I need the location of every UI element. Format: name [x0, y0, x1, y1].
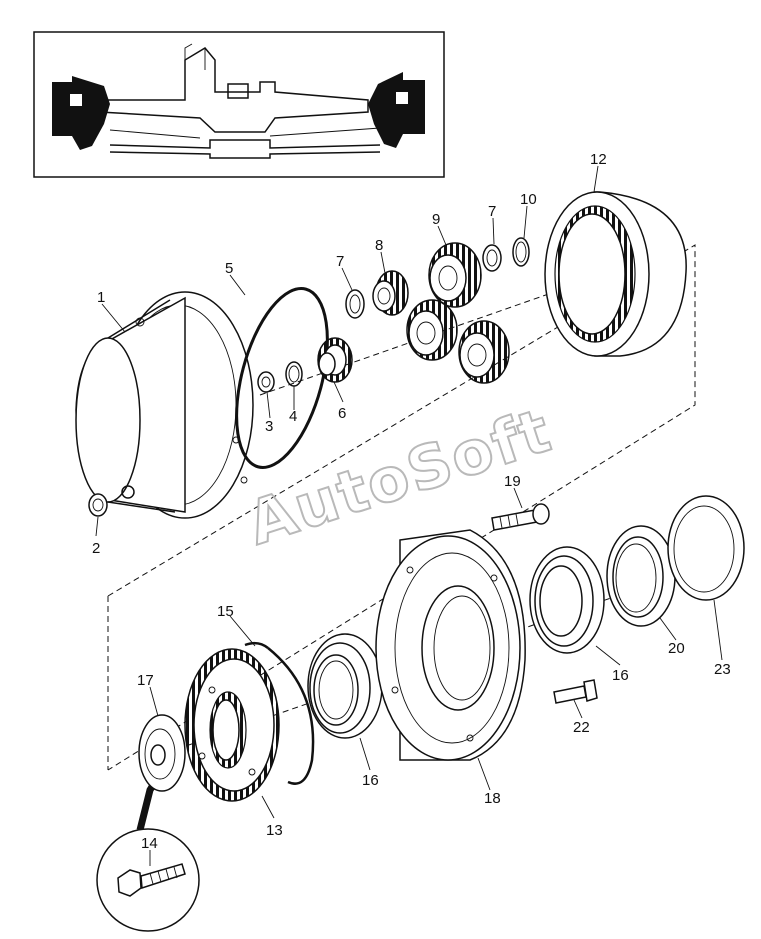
- circlip: [285, 361, 303, 387]
- axle-overview-inset: [33, 31, 445, 178]
- snap-ring: [512, 237, 530, 267]
- wheel-hub: [375, 529, 526, 761]
- callout-13: 13: [266, 822, 283, 839]
- hub-gear: [184, 648, 280, 802]
- hub-bolt-detail-inset: [96, 739, 200, 932]
- callout-23: 23: [714, 661, 731, 678]
- planet-gear-middle: [406, 299, 458, 361]
- planet-gear-upper: [428, 242, 482, 308]
- callout-15: 15: [217, 603, 234, 620]
- hub-bolt: [553, 679, 598, 704]
- wheel-stud: [491, 503, 550, 531]
- callout-5: 5: [225, 260, 233, 277]
- callout-8: 8: [375, 237, 383, 254]
- callout-22: 22: [573, 719, 590, 736]
- callout-17: 17: [137, 672, 154, 689]
- leader-lines: [95, 165, 723, 866]
- circlip-upper-left: [345, 289, 365, 319]
- oil-seal: [606, 525, 676, 627]
- callout-14: 14: [141, 835, 158, 852]
- callout-4: 4: [289, 408, 297, 425]
- retaining-ring: [244, 641, 315, 785]
- planet-gear-lower: [458, 320, 510, 384]
- callout-7-right: 7: [488, 203, 496, 220]
- thrust-washer: [257, 371, 275, 393]
- ring-gear: [544, 191, 687, 357]
- callout-7-left: 7: [336, 253, 344, 270]
- callout-labels: 1 2 3 4 5 6 7 8 9 7 10 12 13 14 15 16 16…: [92, 151, 731, 852]
- circlip-upper-right: [482, 244, 502, 272]
- callout-12: 12: [590, 151, 607, 168]
- hub-housing: [75, 291, 254, 519]
- callout-1: 1: [97, 289, 105, 306]
- sun-gear: [317, 337, 353, 383]
- callout-9: 9: [432, 211, 440, 228]
- callout-6: 6: [338, 405, 346, 422]
- callout-18: 18: [484, 790, 501, 807]
- taper-bearing-outer: [529, 546, 605, 654]
- callout-10: 10: [520, 191, 537, 208]
- callout-20: 20: [668, 640, 685, 657]
- retaining-washer: [138, 714, 186, 792]
- callout-2: 2: [92, 540, 100, 557]
- dust-shield: [667, 495, 745, 601]
- o-ring: [235, 287, 329, 469]
- planet-needle-bearing: [372, 270, 409, 316]
- taper-bearing-inner: [307, 633, 383, 739]
- callout-3: 3: [265, 418, 273, 435]
- callout-16-right: 16: [612, 667, 629, 684]
- callout-19: 19: [504, 473, 521, 490]
- drain-plug: [88, 493, 108, 517]
- callout-16-left: 16: [362, 772, 379, 789]
